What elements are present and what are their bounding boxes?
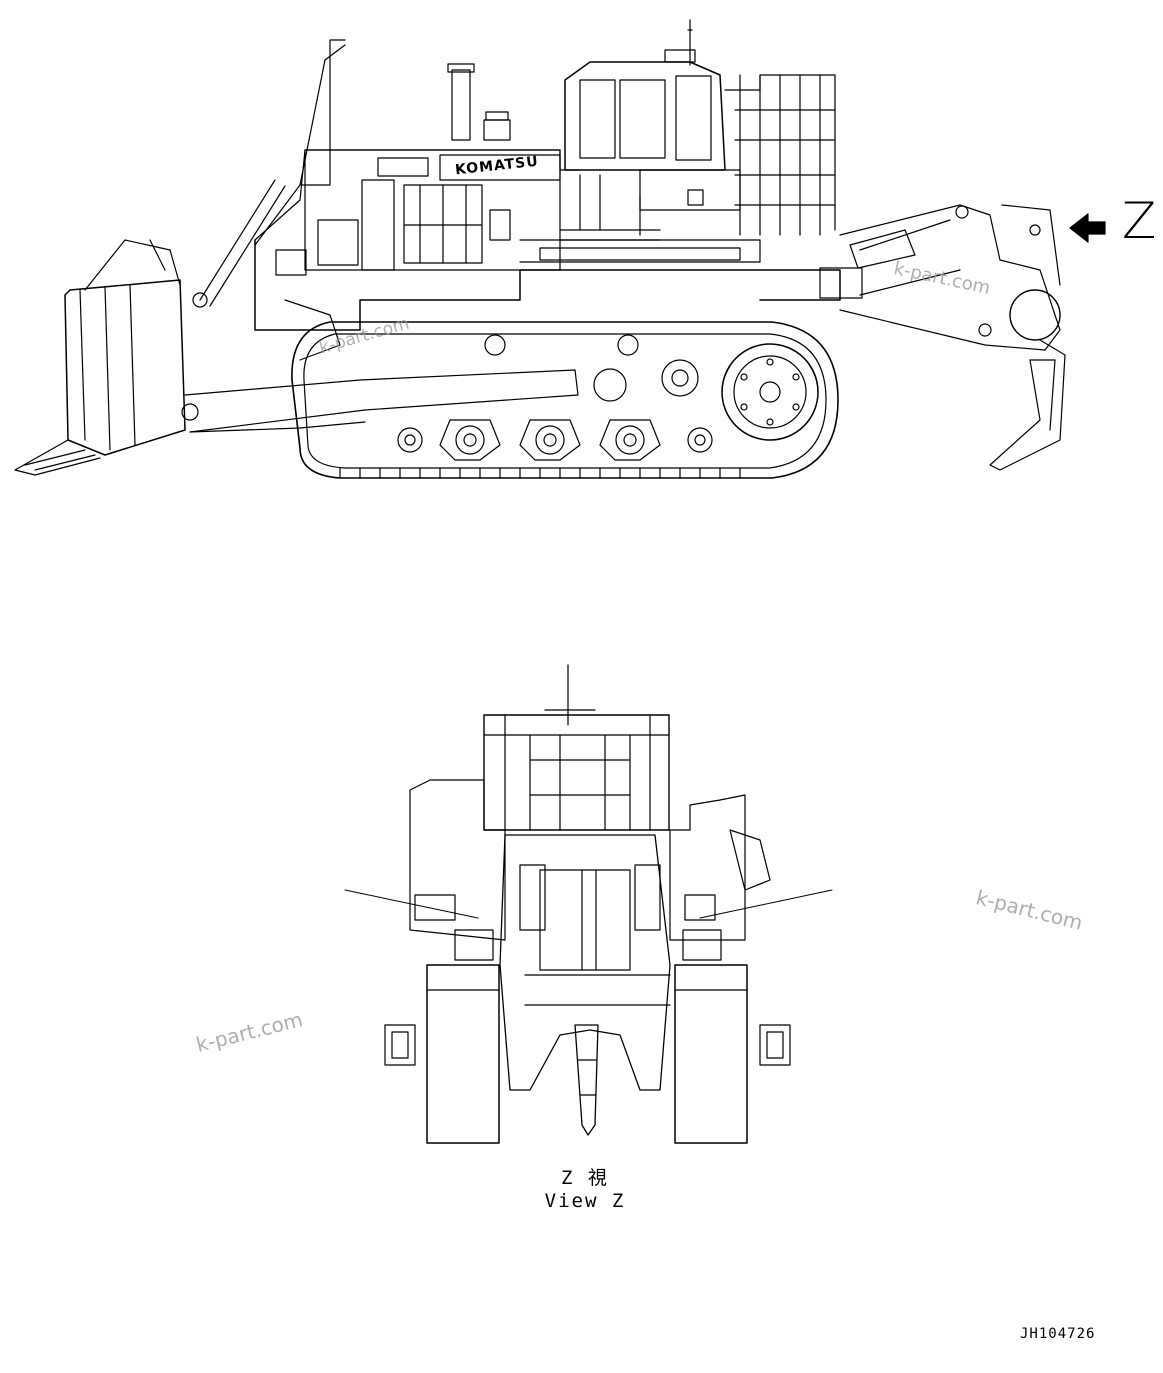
track-assembly: [291, 321, 839, 479]
right-track: [674, 964, 748, 1144]
blade-assembly: [14, 39, 579, 476]
view-marker-letter: Z: [1122, 192, 1157, 250]
drawing-number: JH104726: [1020, 1326, 1096, 1342]
operator-cab: [559, 19, 836, 241]
view-direction-arrow: [1069, 213, 1106, 243]
dozer-side-view: [14, 19, 1106, 479]
exhaust-stack: [447, 63, 511, 141]
main-body: [254, 149, 841, 331]
view-caption-japanese: Z 視: [561, 1167, 609, 1189]
view-caption-english: View Z: [544, 1190, 626, 1212]
dozer-rear-view: [344, 664, 833, 1144]
left-track: [426, 964, 500, 1144]
ripper-assembly: [819, 204, 1066, 471]
